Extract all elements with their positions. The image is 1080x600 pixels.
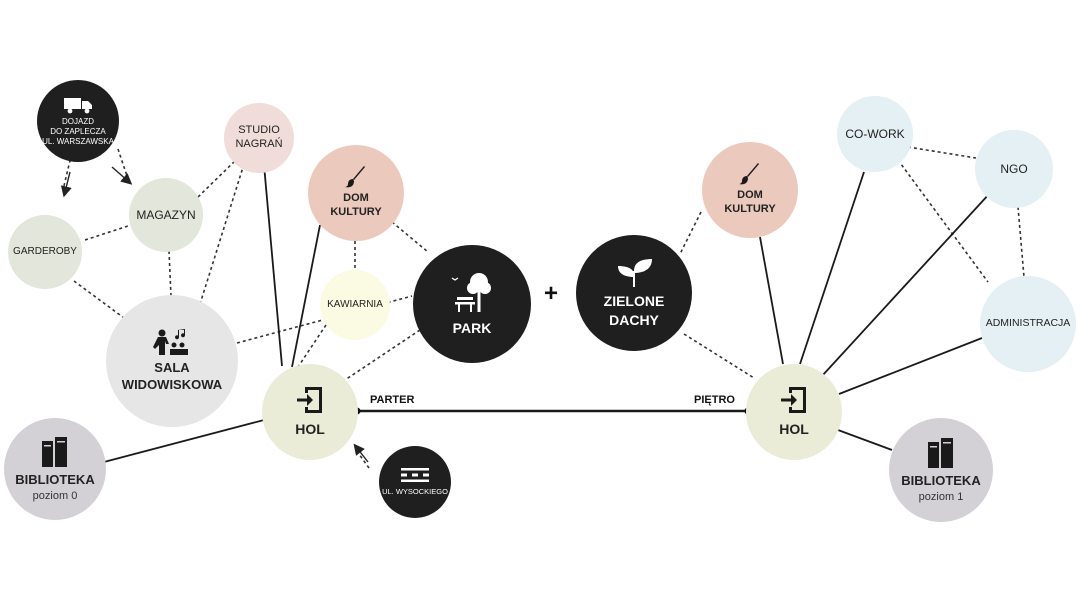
zielone-label-1: ZIELONE: [603, 293, 665, 310]
dom-right-label-2: KULTURY: [724, 203, 776, 215]
sala-label-2: WIDOWISKOWA: [121, 377, 223, 392]
dojazd-node: DOJAZD DO ZAPLECZA UL. WARSZAWSKA: [37, 80, 119, 162]
link-magazyn-sala: [168, 250, 172, 297]
link-magazyn-studio: [197, 157, 239, 198]
truck-icon: [64, 97, 92, 113]
dom-right-label-1: DOM: [737, 189, 763, 202]
link-dom-zielone: [679, 211, 702, 255]
link-studio-sala: [199, 163, 245, 305]
link-hol-bibliotekar: [837, 429, 893, 451]
arrow-heads: [60, 166, 369, 463]
sala-node: SALA WIDOWISKOWA: [106, 295, 238, 427]
link-dom-hol: [291, 224, 321, 368]
biblioteka-left-node: BIBLIOTEKA poziom 0: [4, 418, 106, 520]
link-cowork-hol: [799, 171, 865, 365]
wysockiego-label: UL. WYSOCKIEGO: [382, 486, 448, 496]
biblioteka-right-label: BIBLIOTEKA: [901, 472, 981, 488]
biblioteka-left-label: BIBLIOTEKA: [15, 471, 95, 487]
parter-label: PARTER: [370, 394, 415, 406]
brush-icon: [739, 163, 759, 185]
audience-icon: [153, 329, 188, 356]
arrow-to-magazyn: [111, 166, 133, 185]
link-ngo-admin: [1017, 206, 1025, 278]
link-biblioteka-hol: [103, 419, 265, 463]
studio-label-2: NAGRAŃ: [235, 138, 283, 150]
link-admin-hol: [838, 337, 983, 395]
hol-left-label: HOL: [295, 421, 325, 438]
link-wysockiego-hol: [355, 449, 370, 469]
dom-kultury-left-node: DOM KULTURY: [308, 145, 404, 241]
solid-links: [103, 164, 991, 463]
magazyn-label: MAGAZYN: [136, 207, 196, 222]
books-icon: [928, 437, 953, 468]
link-garderoby-sala: [73, 280, 125, 319]
sala-label-1: SALA: [154, 360, 190, 376]
brush-icon: [345, 166, 365, 188]
dojazd-label-1: DOJAZD: [62, 116, 94, 126]
ngo-label: NGO: [1000, 161, 1028, 176]
dom-left-label-2: KULTURY: [330, 206, 382, 218]
dom-left-label-1: DOM: [343, 192, 369, 205]
dojazd-label-3: UL. WARSZAWSKA: [42, 136, 114, 146]
road-icon: [401, 467, 429, 482]
zielone-dachy-node: ZIELONE DACHY: [576, 235, 692, 351]
cowork-node: CO-WORK: [837, 96, 913, 172]
biblioteka-right-sub: poziom 1: [918, 491, 964, 504]
entrance-icon: [781, 387, 806, 414]
biblioteka-right-node: BIBLIOTEKA poziom 1: [889, 418, 993, 522]
sprout-icon: [618, 259, 652, 288]
link-kawiarnia-hol: [297, 324, 327, 368]
administracja-node: ADMINISTRACJA: [980, 276, 1076, 372]
administracja-label: ADMINISTRACJA: [985, 317, 1071, 330]
link-cowork-ngo: [907, 146, 977, 159]
cowork-label: CO-WORK: [845, 126, 905, 141]
hol-left-node: HOL: [262, 364, 358, 460]
park-label: PARK: [452, 319, 492, 336]
tree-bench-icon: [451, 272, 491, 312]
link-dom-park: [391, 221, 429, 253]
link-ngo-hol: [821, 192, 991, 377]
link-zielone-hol: [683, 333, 755, 379]
dom-kultury-right-node: DOM KULTURY: [702, 142, 798, 238]
hol-right-node: HOL: [746, 364, 842, 460]
ngo-node: NGO: [975, 130, 1053, 208]
link-domr-hol: [759, 236, 784, 365]
magazyn-node: MAGAZYN: [129, 178, 203, 252]
link-cowork-admin: [897, 159, 989, 283]
arrow-to-hol: [353, 443, 369, 463]
dojazd-label-2: DO ZAPLECZA: [50, 126, 106, 136]
pietro-label: PIĘTRO: [694, 394, 735, 406]
link-garderoby-magazyn: [84, 224, 132, 241]
kawiarnia-label: KAWIARNIA: [327, 298, 383, 310]
wysockiego-node: UL. WYSOCKIEGO: [379, 446, 451, 518]
kawiarnia-node: KAWIARNIA: [320, 270, 390, 340]
garderoby-node: GARDEROBY: [8, 215, 82, 289]
link-studio-hol: [263, 164, 283, 367]
entrance-icon: [297, 387, 322, 414]
books-icon: [42, 436, 67, 467]
biblioteka-left-sub: poziom 0: [32, 490, 78, 503]
studio-label-1: STUDIO: [238, 124, 280, 137]
dotted-links: [62, 146, 1025, 469]
plus-sign: +: [544, 280, 559, 307]
studio-node: STUDIO NAGRAŃ: [224, 103, 294, 173]
arrow-to-garderoby: [60, 171, 72, 198]
zielone-label-2: DACHY: [609, 311, 659, 328]
park-node: PARK: [413, 245, 531, 363]
hol-right-label: HOL: [779, 421, 809, 438]
garderoby-label: GARDEROBY: [13, 245, 77, 257]
